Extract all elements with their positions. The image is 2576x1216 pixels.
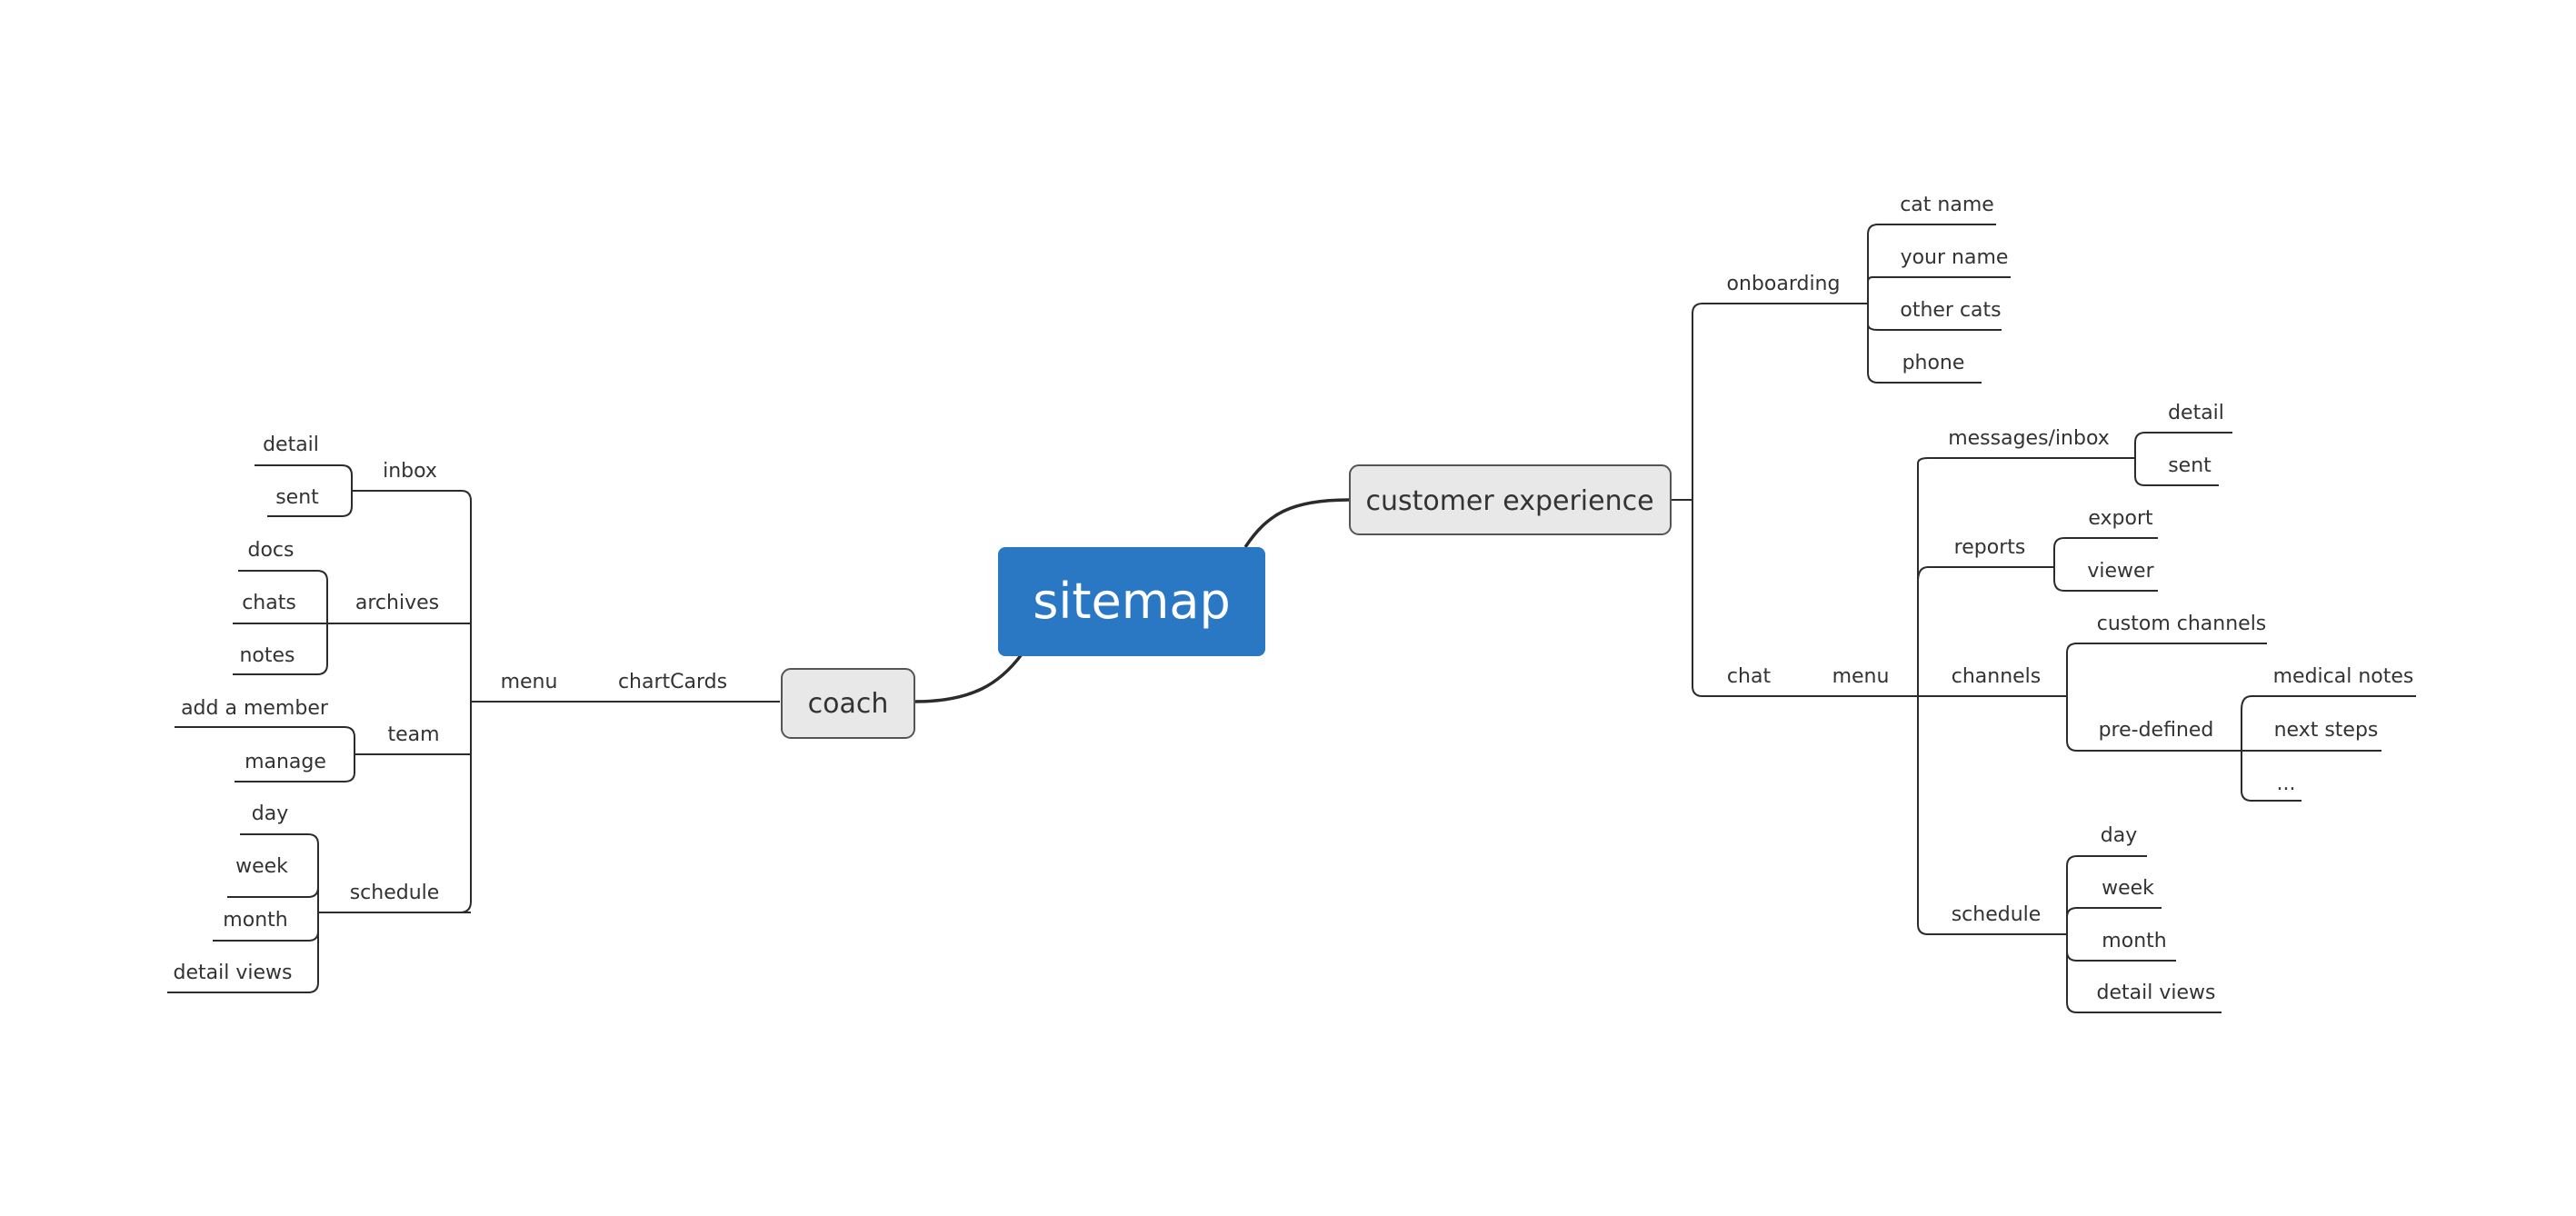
onboarding-cat-name-topic[interactable]: cat name — [1900, 194, 1994, 216]
cx-schedule-day-topic[interactable]: day — [2101, 824, 2137, 847]
custom-channels-topic[interactable]: custom channels — [2097, 613, 2267, 635]
cx-subtree: onboarding cat name your name other cats… — [1727, 194, 2414, 1004]
reports-export-topic[interactable]: export — [2088, 507, 2153, 530]
cx-schedule-topic[interactable]: schedule — [1952, 903, 2042, 926]
chat-topic[interactable]: chat — [1727, 665, 1772, 688]
ellipsis-topic[interactable]: ... — [2277, 772, 2296, 795]
cx-schedule-week-topic[interactable]: week — [2102, 877, 2154, 900]
coach-schedule-month-topic[interactable]: month — [223, 909, 287, 932]
cx-branch-lines — [1671, 224, 2416, 1013]
cx-label: customer experience — [1365, 485, 1653, 517]
coach-schedule-detail-views-topic[interactable]: detail views — [174, 962, 293, 984]
coach-node[interactable]: coach — [781, 668, 915, 739]
coach-schedule-week-topic[interactable]: week — [235, 855, 288, 878]
inbox-topic[interactable]: inbox — [383, 460, 437, 483]
cx-node[interactable]: customer experience — [1349, 464, 1672, 535]
root-to-coach-link — [914, 653, 1023, 703]
reports-topic[interactable]: reports — [1954, 536, 2026, 559]
coach-menu-topic[interactable]: menu — [501, 671, 558, 693]
inbox-sent-topic[interactable]: sent — [275, 486, 319, 509]
onboarding-phone-topic[interactable]: phone — [1902, 352, 1965, 374]
onboarding-topic[interactable]: onboarding — [1727, 273, 1841, 295]
archives-docs-topic[interactable]: docs — [248, 539, 295, 562]
inbox-detail-topic[interactable]: detail — [263, 434, 319, 456]
reports-viewer-topic[interactable]: viewer — [2087, 560, 2154, 583]
root-to-cx-link — [1243, 498, 1350, 548]
cx-menu-topic[interactable]: menu — [1832, 665, 1890, 688]
messages-inbox-topic[interactable]: messages/inbox — [1948, 427, 2110, 450]
messages-detail-topic[interactable]: detail — [2168, 402, 2224, 424]
channels-topic[interactable]: channels — [1952, 665, 2042, 688]
coach-schedule-day-topic[interactable]: day — [252, 802, 288, 825]
root-node[interactable]: sitemap — [998, 547, 1265, 656]
archives-chats-topic[interactable]: chats — [242, 592, 296, 614]
team-add-member-topic[interactable]: add a member — [181, 697, 329, 720]
messages-sent-topic[interactable]: sent — [2168, 454, 2212, 477]
chartcards-topic[interactable]: chartCards — [618, 671, 727, 693]
cx-schedule-detail-views-topic[interactable]: detail views — [2097, 982, 2216, 1004]
cx-schedule-month-topic[interactable]: month — [2102, 930, 2166, 952]
team-topic[interactable]: team — [387, 723, 439, 746]
archives-topic[interactable]: archives — [355, 592, 439, 614]
coach-label: coach — [808, 688, 889, 720]
pre-defined-topic[interactable]: pre-defined — [2099, 719, 2214, 742]
medical-notes-topic[interactable]: medical notes — [2273, 665, 2414, 688]
root-label: sitemap — [1033, 573, 1231, 630]
onboarding-other-cats-topic[interactable]: other cats — [1900, 299, 2001, 322]
team-manage-topic[interactable]: manage — [245, 751, 326, 773]
onboarding-your-name-topic[interactable]: your name — [1901, 246, 2009, 269]
coach-branch-lines — [167, 464, 780, 993]
coach-schedule-topic[interactable]: schedule — [350, 882, 440, 904]
next-steps-topic[interactable]: next steps — [2274, 719, 2379, 742]
coach-subtree: chartCards menu inbox detail sent archiv… — [174, 434, 728, 984]
archives-notes-topic[interactable]: notes — [239, 644, 295, 667]
